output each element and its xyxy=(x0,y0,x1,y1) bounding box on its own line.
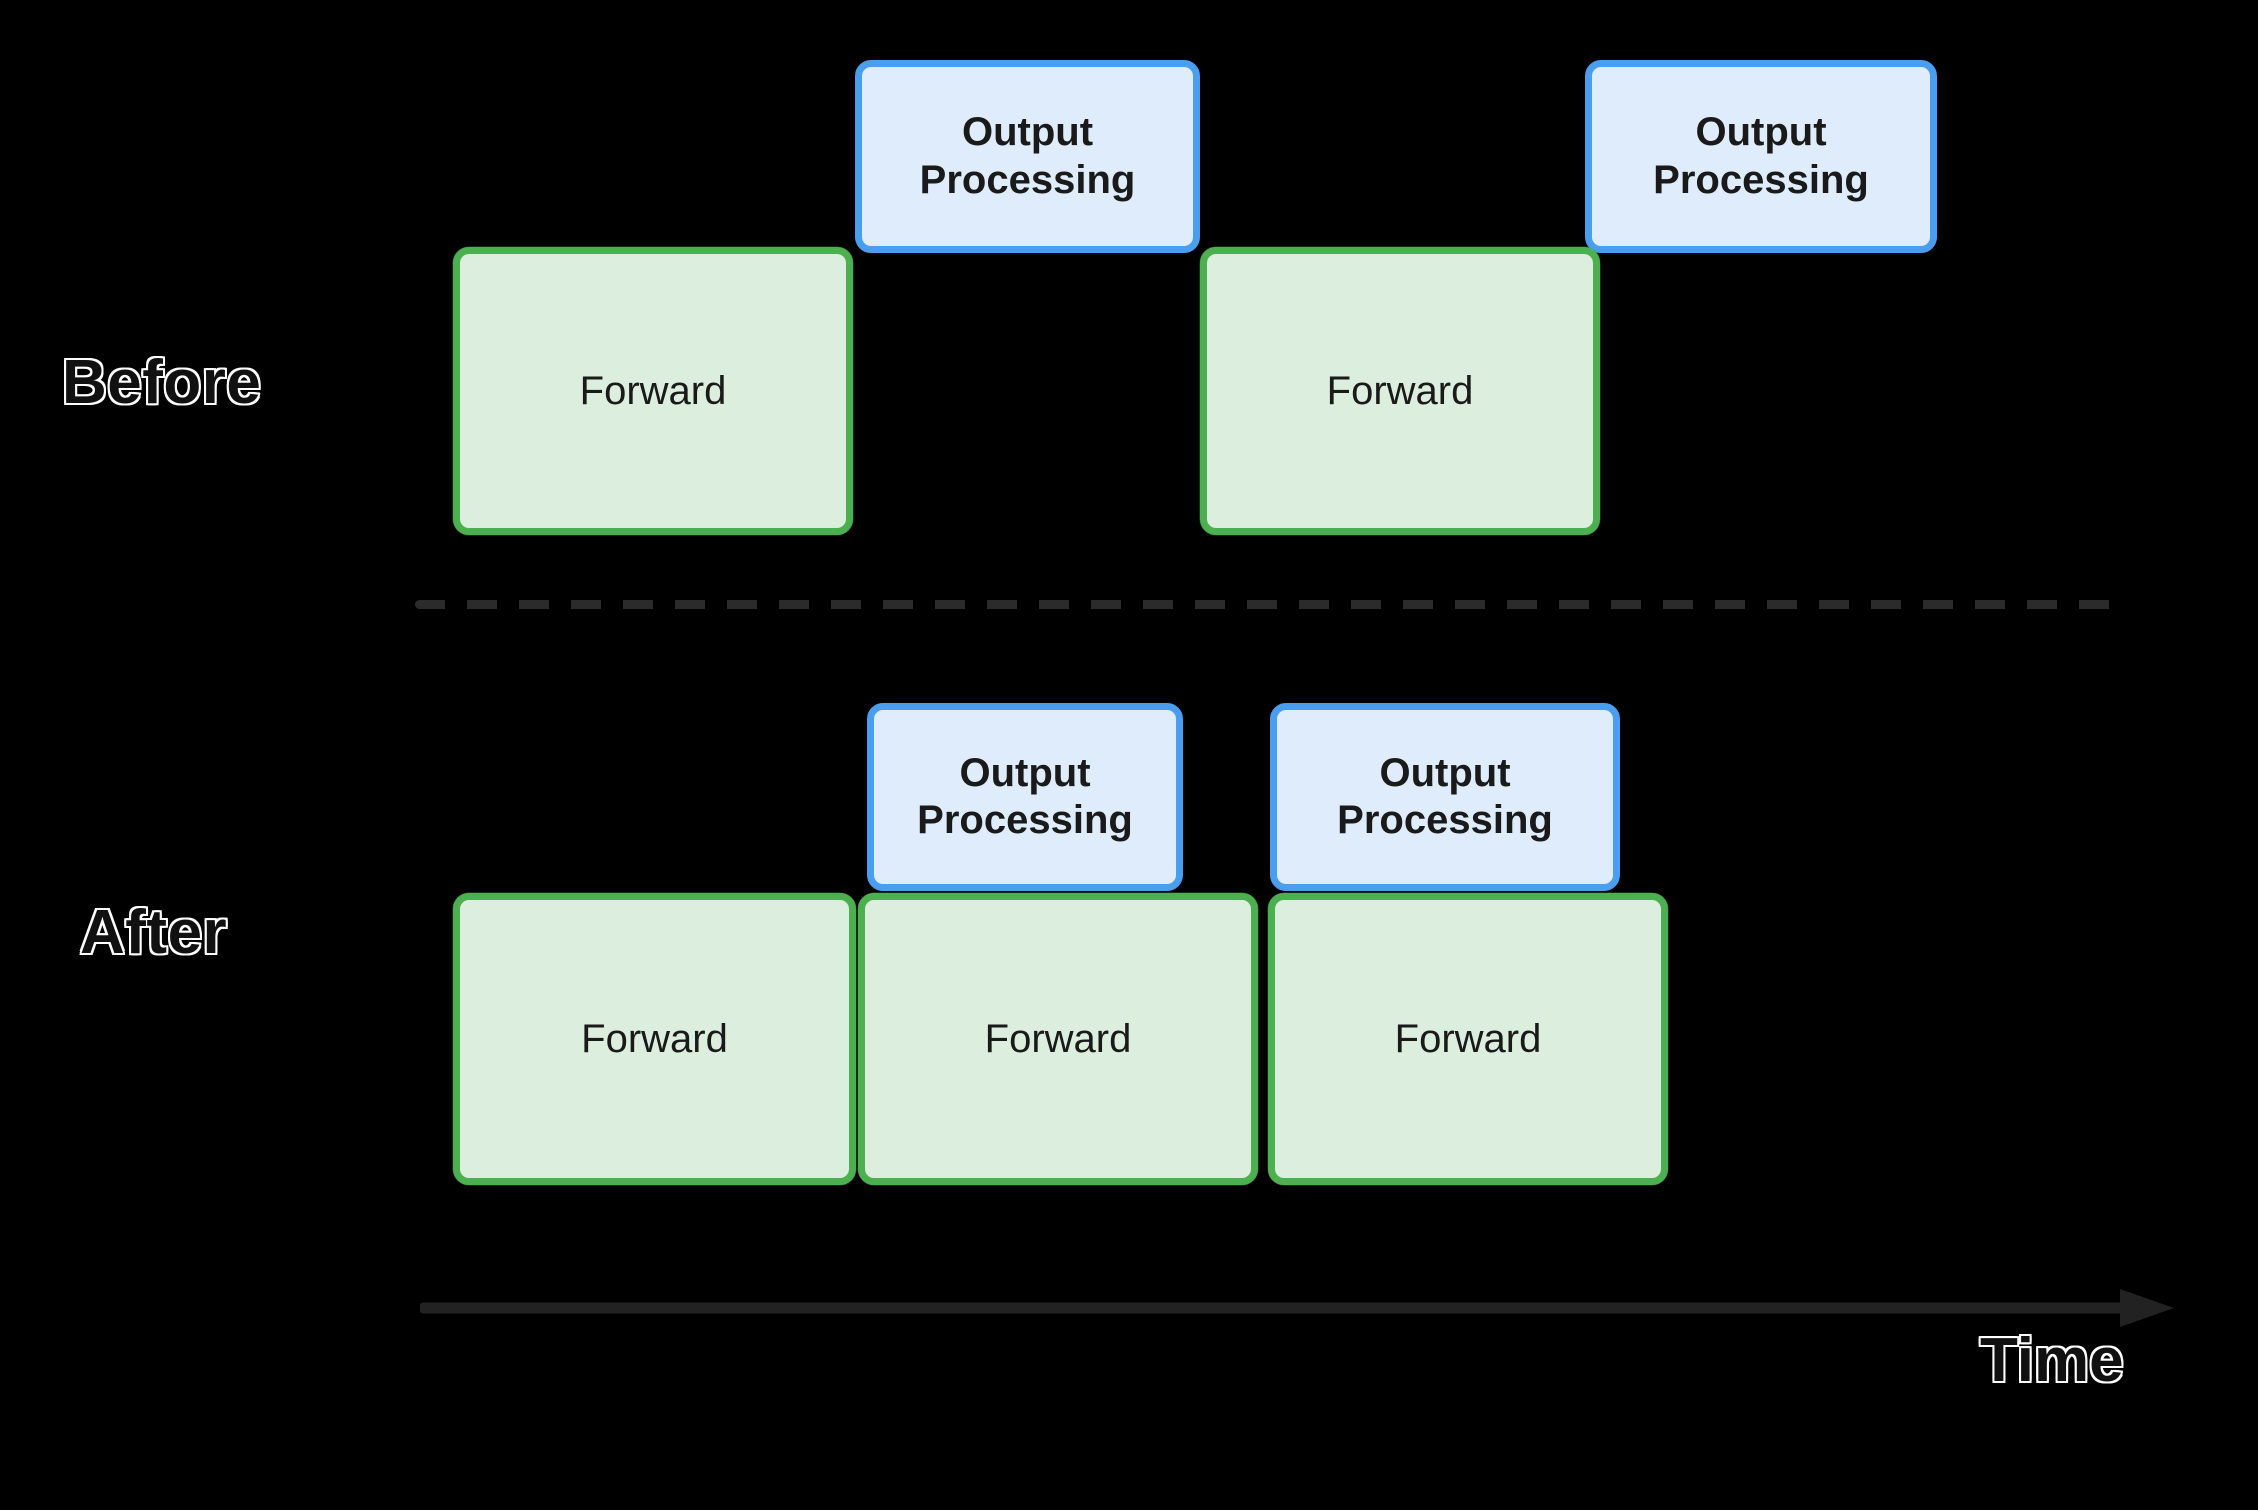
row-label-before: Before xyxy=(60,348,262,417)
block-label-line1: Output xyxy=(961,110,1094,155)
time-axis-arrow xyxy=(420,1289,2174,1327)
block-label: Forward xyxy=(1394,1016,1542,1061)
block-label: Forward xyxy=(984,1016,1132,1061)
before-forward-block-2: Forward xyxy=(1200,247,1600,535)
block-label-line2: Processing xyxy=(1653,157,1869,202)
before-forward-block-1: Forward xyxy=(453,247,853,535)
block-label-line2: Processing xyxy=(1337,798,1553,842)
block-label: Output Processing xyxy=(920,109,1136,203)
block-label: Output Processing xyxy=(1337,750,1553,844)
block-label: Forward xyxy=(579,368,727,413)
after-forward-block-2: Forward xyxy=(858,893,1258,1185)
block-label: Output Processing xyxy=(1653,109,1869,203)
block-label: Forward xyxy=(581,1016,728,1061)
after-forward-block-1: Forward xyxy=(453,893,856,1185)
after-output-processing-block-1: Output Processing xyxy=(867,703,1183,891)
block-label: Output Processing xyxy=(917,750,1133,844)
block-label-line1: Output xyxy=(1695,110,1827,155)
before-output-processing-block-1: Output Processing xyxy=(855,60,1200,253)
after-forward-block-3: Forward xyxy=(1268,893,1668,1185)
before-output-processing-block-2: Output Processing xyxy=(1585,60,1937,253)
block-label-line2: Processing xyxy=(917,798,1133,842)
section-divider-dashed-line xyxy=(415,600,2125,609)
after-output-processing-block-2: Output Processing xyxy=(1270,703,1620,891)
block-label-line1: Output xyxy=(959,750,1091,795)
block-label-line2: Processing xyxy=(919,157,1136,202)
time-axis-label: Time xyxy=(1979,1326,2126,1395)
block-label: Forward xyxy=(1326,368,1474,413)
row-label-after: After xyxy=(78,898,228,967)
block-label-line1: Output xyxy=(1379,750,1511,795)
